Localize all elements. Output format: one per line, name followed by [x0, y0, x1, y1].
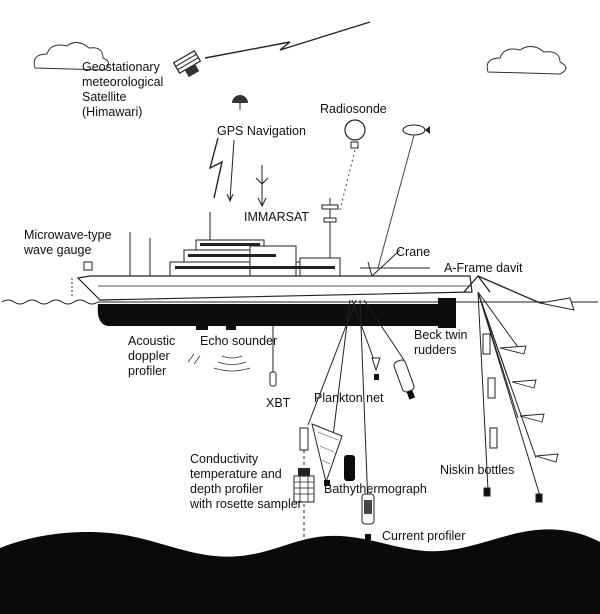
xbt-probe: [269, 371, 277, 387]
towed-sensor-icon: [393, 359, 416, 400]
drop-probe-icon: [371, 357, 381, 372]
label-radiosonde: Radiosonde: [320, 102, 387, 116]
gps-receiver-icon: [232, 95, 248, 110]
hull-underwater: [97, 304, 456, 326]
seabed: [0, 529, 600, 614]
ctd-rosette-icon: [293, 427, 315, 503]
label-adcp-line3: profiler: [128, 364, 167, 378]
towed-net: [539, 297, 575, 311]
label-bathythermograph: Bathythermograph: [324, 482, 427, 496]
ship-hull: [76, 275, 473, 301]
label-plankton: Plankton net: [314, 391, 384, 405]
label-satellite-line2: meteorological: [82, 75, 164, 89]
sea-surface: [1, 299, 598, 305]
label-ctd-line1: Conductivity: [190, 452, 259, 466]
label-ctd: Conductivity temperature and depth profi…: [190, 452, 302, 512]
label-adcp-line2: doppler: [128, 349, 170, 363]
label-satellite: Geostationary meteorological Satellite (…: [82, 60, 163, 120]
kite-balloon-icon: [377, 124, 430, 269]
label-ctd-line4: with rosette sampler: [190, 497, 302, 511]
label-xbt: XBT: [266, 396, 291, 410]
label-adcp-line1: Acoustic: [128, 334, 176, 348]
label-crane: Crane: [396, 245, 431, 259]
ship-superstructure: [129, 198, 470, 277]
label-current-profiler: Current profiler: [382, 529, 466, 543]
label-microwave-line1: Microwave-type: [24, 228, 112, 242]
label-adcp: Acoustic doppler profiler: [128, 334, 175, 379]
label-immarsat: IMMARSAT: [244, 210, 310, 224]
radiosonde-balloon-icon: [339, 119, 366, 211]
sampling-nets: [499, 345, 559, 463]
label-gps: GPS Navigation: [217, 124, 306, 138]
bathythermograph-icon: [344, 455, 355, 481]
cloud-left: [33, 42, 109, 71]
plankton-net-icon: [311, 423, 343, 484]
label-beck-line1: Beck twin: [414, 328, 468, 342]
label-ctd-line3: depth profiler: [190, 482, 263, 496]
a-frame-davit: [463, 274, 541, 304]
niskin-bottles: [482, 333, 543, 503]
label-ctd-line2: temperature and: [190, 467, 282, 481]
label-microwave: Microwave-type wave gauge: [24, 228, 112, 258]
gps-link-bolt: [208, 137, 224, 199]
current-profiler-icon: [361, 493, 375, 540]
label-niskin: Niskin bottles: [440, 463, 515, 477]
label-satellite-line4: (Himawari): [82, 105, 143, 119]
label-beck-line2: rudders: [414, 343, 457, 357]
label-beck: Beck twin rudders: [414, 328, 468, 358]
echo-sound-waves: [187, 353, 251, 372]
label-satellite-line1: Geostationary: [82, 60, 160, 74]
beck-rudder: [438, 298, 456, 328]
wave-gauge: [71, 261, 93, 298]
satellite-link-bolt: [204, 21, 371, 59]
cloud-right: [486, 46, 567, 75]
label-satellite-line3: Satellite: [82, 90, 127, 104]
label-microwave-line2: wave gauge: [24, 243, 92, 257]
signal-arrows: [226, 139, 269, 208]
label-aframe: A-Frame davit: [444, 261, 523, 275]
satellite-icon: [172, 49, 202, 78]
label-echo-sounder: Echo sounder: [200, 334, 278, 348]
